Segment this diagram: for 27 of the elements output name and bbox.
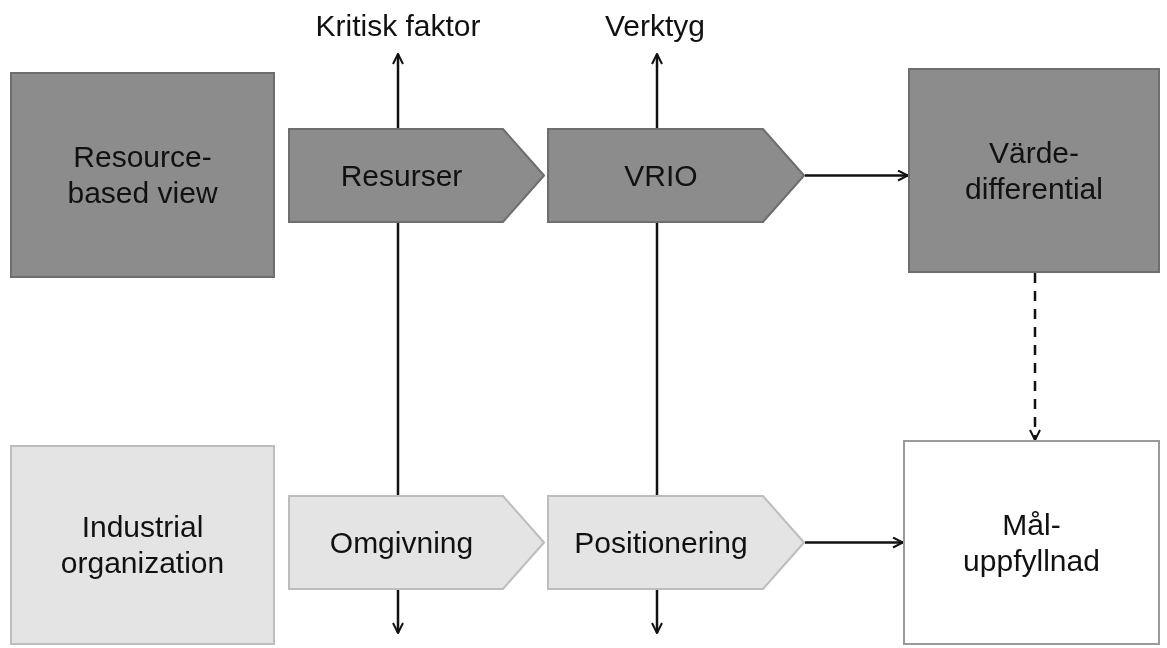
node-label: VRIO [624, 157, 698, 194]
arrow [651, 53, 663, 128]
node-label: Industrial organization [59, 509, 226, 581]
chevron-step [547, 128, 805, 223]
chevron-step [547, 495, 805, 590]
process-box [908, 68, 1160, 273]
node-label: Resurser [340, 157, 463, 194]
connector-line [396, 223, 400, 495]
arrow [651, 590, 663, 634]
arrow [805, 169, 909, 182]
heading-label: Verktyg [604, 8, 706, 44]
arrow [392, 590, 404, 634]
arrow [805, 536, 904, 549]
heading-label: Kritisk faktor [315, 8, 481, 44]
node-label: Positionering [574, 524, 748, 561]
node-label: Omgivning [329, 524, 474, 561]
arrow [392, 53, 404, 128]
connector-line [655, 223, 659, 495]
process-box [10, 72, 275, 278]
arrow [1029, 273, 1041, 441]
chevron-step [288, 495, 545, 590]
node-label: Värde-differential [964, 134, 1104, 207]
chevron-step [288, 128, 545, 223]
node-label: Mål-uppfyllnad [962, 506, 1101, 579]
node-label: Resource-based view [66, 139, 219, 211]
process-box [10, 445, 275, 645]
process-box [903, 440, 1160, 645]
